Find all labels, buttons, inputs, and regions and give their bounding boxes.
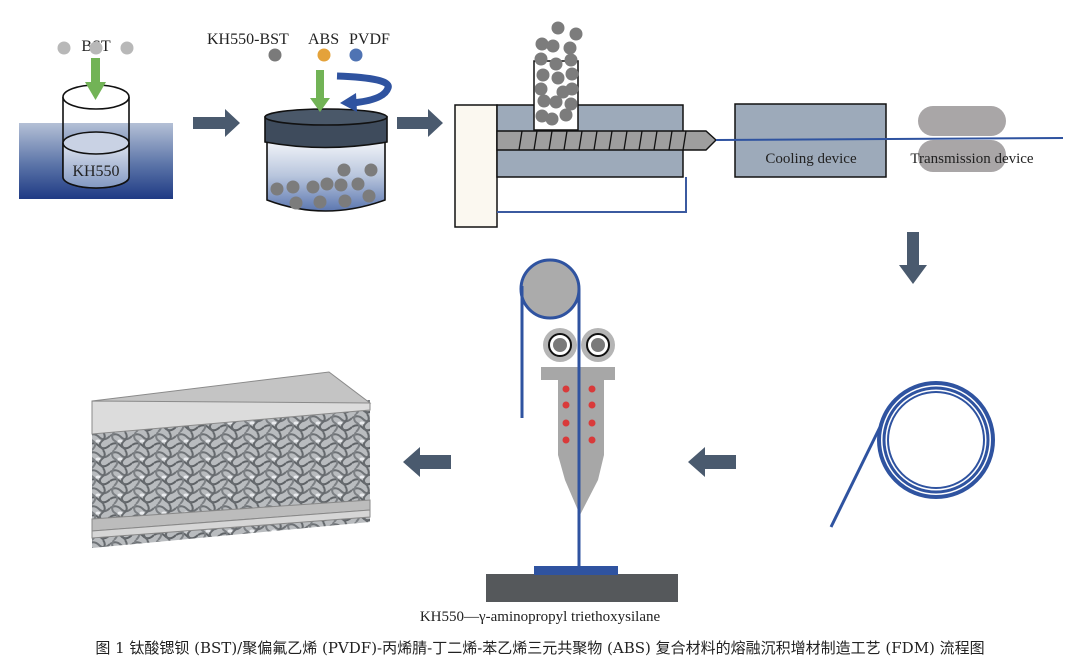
bst-particle: [120, 41, 134, 55]
pvdf-particle: [349, 48, 363, 62]
fdm-print-head: [486, 258, 678, 602]
process-arrow-left-icon: [688, 447, 736, 477]
rotate-arrow-icon: [336, 72, 392, 112]
figure-title-caption: 图 1 钛酸锶钡 (BST)/聚偏氟乙烯 (PVDF)-丙烯腈-丁二烯-苯乙烯三…: [95, 639, 985, 657]
mixing-step: KH550-BST ABS PVDF: [207, 31, 392, 212]
mixing-jar-body: [266, 139, 386, 212]
hopper-pellets: [534, 21, 583, 126]
printed-part: [534, 566, 618, 575]
pvdf-label: PVDF: [349, 31, 390, 48]
green-down-arrow-icon: [310, 70, 330, 112]
kh550-bst-particle: [268, 48, 282, 62]
abs-particle: [317, 48, 331, 62]
extruder: [454, 21, 718, 228]
extruder-base-panel: [454, 104, 498, 228]
kh550-liquid: [63, 143, 129, 188]
silane-treatment-step: BST KH550: [19, 38, 173, 199]
kh550-bst-label: KH550-BST: [207, 31, 289, 48]
process-arrow-left-icon: [403, 447, 451, 477]
extruder-feedback-line: [497, 177, 687, 213]
abs-label: ABS: [308, 31, 339, 48]
process-arrow-down-icon: [899, 232, 927, 284]
process-arrow-right-icon: [193, 109, 240, 137]
process-arrow-right-icon: [397, 109, 443, 137]
filament-spool: [519, 258, 581, 320]
feed-roller-left: [543, 328, 577, 362]
bottom-plate-edge: [91, 509, 371, 539]
screw-threads: [518, 130, 687, 151]
feed-roller-right: [581, 328, 615, 362]
transmission-device-label: Transmission device: [910, 151, 1034, 167]
extruded-filament: [715, 137, 1064, 141]
bst-particle: [89, 41, 103, 55]
green-down-arrow-icon: [85, 58, 106, 100]
print-bed: [486, 574, 678, 602]
lower-roller: [918, 140, 1006, 172]
top-plate-edge: [91, 400, 371, 435]
printed-scaffold: [91, 371, 372, 548]
heater-dots: [562, 385, 596, 444]
bst-particle: [57, 41, 71, 55]
kh550-label: KH550: [72, 163, 119, 180]
filament-coil: [829, 381, 995, 528]
jar-particles: [270, 163, 378, 210]
cooling-device-label: Cooling device: [765, 151, 857, 167]
liquid-surface: [62, 131, 130, 155]
abbreviation-caption: KH550—γ-aminopropyl triethoxysilane: [419, 609, 661, 625]
upper-roller: [918, 106, 1006, 136]
transmission-device: Transmission device: [910, 106, 1034, 172]
